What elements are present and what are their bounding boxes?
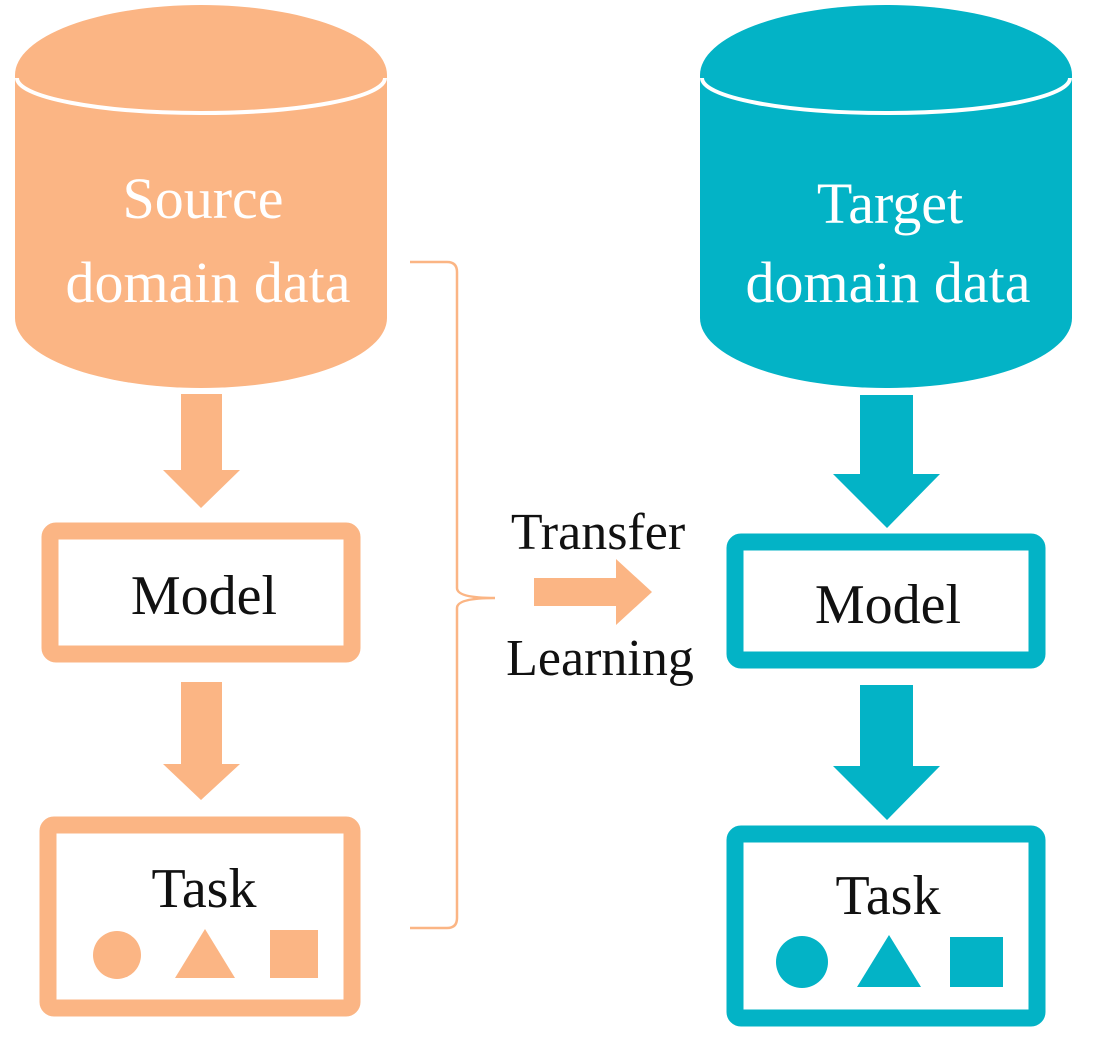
- source-database-icon: [15, 5, 387, 388]
- source-model-box: [41, 522, 361, 663]
- source-task-box: [39, 816, 361, 1017]
- source-db-label-line2: domain data: [65, 250, 350, 315]
- transfer-label-line1: Transfer: [511, 504, 685, 561]
- target-db-label-line2: domain data: [745, 250, 1030, 315]
- target-down-arrow-2: [833, 685, 940, 820]
- source-down-arrow-1: [163, 394, 240, 508]
- target-model-box: [726, 533, 1046, 669]
- source-task-label: Task: [152, 858, 257, 920]
- source-square-icon: [270, 930, 318, 978]
- target-column: Target domain data Model Task: [700, 5, 1072, 1027]
- transfer-label-line2: Learning: [506, 630, 694, 687]
- target-db-label-line1: Target: [817, 171, 963, 236]
- transfer-arrow: [534, 559, 652, 625]
- target-database-icon: [700, 5, 1072, 388]
- source-down-arrow-2: [163, 682, 240, 800]
- target-task-box: [726, 825, 1046, 1027]
- transfer-section: Transfer Learning: [410, 260, 694, 930]
- target-circle-icon: [776, 936, 828, 988]
- source-column: Source domain data Model Task: [15, 5, 387, 1017]
- source-db-label-line1: Source: [122, 166, 283, 231]
- source-triangle-icon: [175, 929, 235, 978]
- curly-brace: [410, 260, 496, 930]
- source-model-label: Model: [131, 565, 277, 627]
- target-down-arrow-1: [833, 395, 940, 528]
- target-model-label: Model: [815, 574, 961, 636]
- target-task-label: Task: [836, 865, 941, 927]
- source-circle-icon: [93, 931, 141, 979]
- target-square-icon: [950, 937, 1003, 987]
- target-triangle-icon: [857, 935, 921, 987]
